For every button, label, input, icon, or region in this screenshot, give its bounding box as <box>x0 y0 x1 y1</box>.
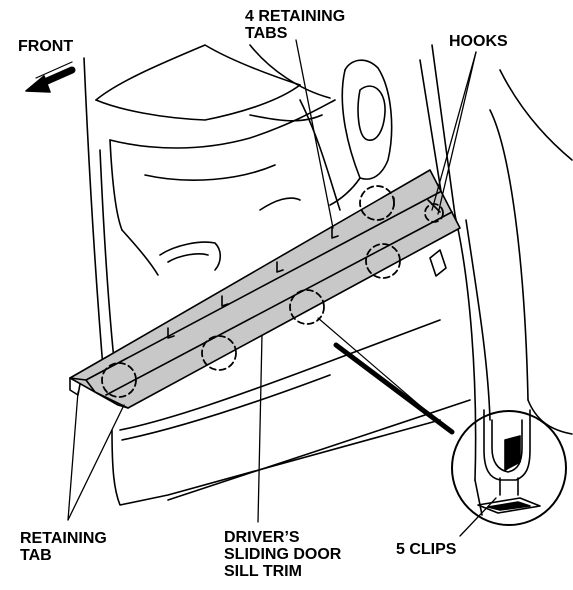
label-sill-trim-line2: SLIDING DOOR <box>224 546 342 563</box>
label-sill-trim-line1: DRIVER’S <box>224 529 300 546</box>
label-retaining-tabs-line1: 4 RETAINING <box>245 8 346 25</box>
label-retaining-tabs: 4 RETAINING TABS <box>245 8 345 42</box>
leader-hooks-1 <box>431 51 477 211</box>
right-pillar <box>419 44 573 516</box>
clip-detail-view <box>451 409 567 526</box>
label-retaining-tab-line2: TAB <box>20 547 52 564</box>
clip-circle <box>201 335 237 371</box>
clip-circle <box>289 289 325 325</box>
clip-circle <box>359 185 395 221</box>
label-retaining-tab-line1: RETAINING <box>20 530 107 547</box>
label-retaining-tab: RETAINING TAB <box>20 530 107 564</box>
label-sill-trim: DRIVER’S SLIDING DOOR SILL TRIM <box>224 529 341 580</box>
lower-door-edge <box>111 419 441 506</box>
sill-underside <box>119 319 441 431</box>
label-retaining-tabs-line2: TABS <box>245 25 288 42</box>
leader-hooks-2 <box>437 51 477 215</box>
leader-retaining-tab-1 <box>67 391 79 521</box>
label-sill-trim-line3: SILL TRIM <box>224 563 302 580</box>
leader-sill-trim <box>257 334 263 523</box>
clip-circle <box>365 243 401 279</box>
label-front: FRONT <box>18 38 74 55</box>
detail-projection-bold <box>333 342 455 435</box>
left-door-pillar-inner <box>99 149 115 361</box>
leader-lines <box>67 39 497 537</box>
floor-edge <box>167 399 471 501</box>
seat-outline <box>95 44 393 276</box>
leader-retaining-tab-2 <box>67 404 125 521</box>
leader-retaining-tabs <box>295 39 334 229</box>
label-clips: 5 CLIPS <box>396 541 457 558</box>
left-door-pillar <box>83 57 105 381</box>
label-hooks: HOOKS <box>449 33 508 50</box>
front-arrow <box>25 61 76 93</box>
sill-trim-panel <box>69 169 461 409</box>
sill-underside-2 <box>121 374 331 441</box>
clip-circle <box>101 362 137 398</box>
